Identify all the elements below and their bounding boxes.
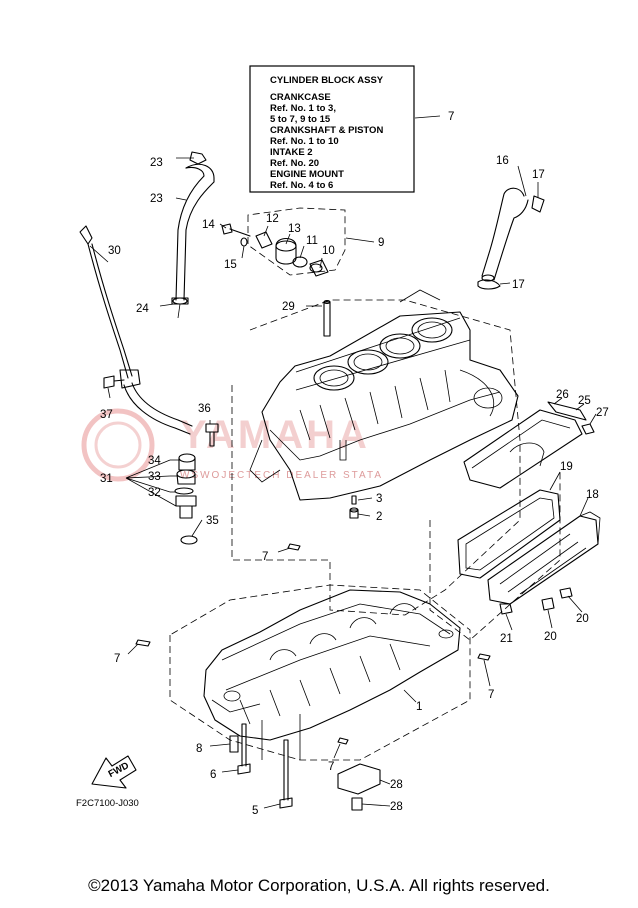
callout-11: 11 bbox=[306, 235, 318, 247]
forward-direction-arrow: FWD bbox=[91, 755, 137, 789]
hose-clip-23-top bbox=[189, 151, 207, 165]
reference-box-title: CYLINDER BLOCK ASSY bbox=[270, 75, 384, 86]
crankcase-1 bbox=[203, 589, 461, 760]
dowel-7-right bbox=[477, 653, 491, 661]
breather-hose-16 bbox=[481, 187, 529, 282]
callout-37: 37 bbox=[100, 409, 113, 421]
intake-plate-18 bbox=[487, 511, 601, 605]
callout-23-top: 23 bbox=[150, 157, 163, 169]
callout-4: 7 bbox=[448, 111, 454, 123]
callout-24: 25 bbox=[578, 395, 591, 407]
callout-10: 10 bbox=[322, 245, 335, 257]
bolt-37 bbox=[103, 375, 125, 389]
dowel-2 bbox=[349, 507, 359, 519]
cylinder-block bbox=[249, 311, 519, 501]
callout-7-top: 7 bbox=[262, 551, 268, 563]
callout-20-center: 20 bbox=[544, 631, 557, 643]
callout-6: 6 bbox=[210, 769, 216, 781]
hose-clip-23-bottom bbox=[171, 297, 189, 319]
callout-30: 30 bbox=[108, 245, 121, 257]
bolt-20-right bbox=[559, 587, 573, 599]
callout-25: 26 bbox=[556, 389, 569, 401]
callout-28: 28 bbox=[390, 801, 403, 813]
breather-hose-22 bbox=[172, 163, 215, 305]
callout-3: 3 bbox=[376, 493, 382, 505]
o-ring-35 bbox=[180, 535, 198, 545]
bolt-26 bbox=[581, 423, 595, 435]
diagram-code: F2C7100-J030 bbox=[76, 798, 139, 809]
hose-clip-17-top bbox=[531, 195, 545, 213]
callout-18: 18 bbox=[586, 489, 599, 501]
callout-20-right: 20 bbox=[576, 613, 589, 625]
reference-line-6: INTAKE 2 bbox=[270, 147, 313, 158]
watermark-dealer-text: WSWOJECTECH DEALER STATA bbox=[180, 470, 383, 481]
callout-31: 31 bbox=[100, 473, 113, 485]
dowel-7-bottom bbox=[337, 737, 349, 745]
small-parts-group-9 bbox=[221, 223, 329, 277]
fwd-arrow-icon bbox=[91, 755, 137, 789]
callout-7-left: 7 bbox=[114, 653, 120, 665]
callout-16: 16 bbox=[496, 155, 509, 167]
reference-line-9: Ref. No. 4 to 6 bbox=[270, 180, 333, 191]
callout-13: 13 bbox=[288, 223, 301, 235]
reference-line-8: ENGINE MOUNT bbox=[270, 169, 344, 180]
callout-7-right: 7 bbox=[488, 689, 494, 701]
callout-7-bottom: 7 bbox=[328, 761, 334, 773]
callout-33: 33 bbox=[148, 471, 161, 483]
gasket-24 bbox=[547, 401, 587, 421]
reference-line-5: Ref. No. 1 to 10 bbox=[270, 136, 339, 147]
dowel-7-left bbox=[135, 639, 151, 647]
callout-32: 32 bbox=[148, 487, 161, 499]
watermark-logo-icon bbox=[81, 408, 155, 482]
reference-box: CYLINDER BLOCK ASSY CRANKCASE Ref. No. 1… bbox=[249, 65, 415, 193]
callout-36: 36 bbox=[198, 403, 211, 415]
callout-35: 35 bbox=[206, 515, 219, 527]
callout-1: 1 bbox=[416, 701, 422, 713]
bolt-5 bbox=[279, 739, 293, 809]
copyright-footer: ©2013 Yamaha Motor Corporation, U.S.A. A… bbox=[88, 876, 550, 895]
callout-17-bottom: 17 bbox=[512, 279, 525, 291]
reference-line-1: CRANKCASE bbox=[270, 92, 331, 103]
callout-8: 8 bbox=[196, 743, 202, 755]
callout-34: 34 bbox=[148, 455, 161, 467]
bolt-36 bbox=[205, 423, 219, 447]
callout-21: 21 bbox=[500, 633, 513, 645]
assembly-dashed-outlines bbox=[169, 207, 561, 761]
reference-line-3: 5 to 7, 9 to 15 bbox=[270, 114, 331, 125]
bolt-21 bbox=[499, 603, 513, 615]
bolt-28 bbox=[351, 797, 363, 811]
callout-15: 15 bbox=[224, 259, 237, 271]
callout-17-top: 17 bbox=[532, 169, 545, 181]
callout-22: 23 bbox=[150, 193, 163, 205]
reference-line-2: Ref. No. 1 to 3, bbox=[270, 103, 336, 114]
callout-29: 29 bbox=[282, 301, 295, 313]
dowel-pin-29 bbox=[323, 299, 331, 337]
oil-level-gauge-30 bbox=[79, 225, 193, 435]
callout-2: 2 bbox=[376, 511, 382, 523]
bolt-20-center bbox=[541, 597, 555, 611]
callout-5: 5 bbox=[252, 805, 258, 817]
gasket-19 bbox=[457, 489, 561, 579]
dowel-7-top bbox=[287, 543, 301, 551]
callout-9: 9 bbox=[378, 237, 384, 249]
bracket-27 bbox=[337, 763, 381, 795]
oil-hose-parts-31 bbox=[174, 453, 197, 519]
cover-25 bbox=[463, 409, 583, 489]
callout-19: 19 bbox=[560, 461, 573, 473]
callout-numbers: 7 9 10 11 13 12 14 15 23 23 24 16 17 17 … bbox=[100, 111, 609, 817]
reference-line-4: CRANKSHAFT & PISTON bbox=[270, 125, 383, 136]
callout-23-bottom: 24 bbox=[136, 303, 149, 315]
stud-3 bbox=[351, 495, 357, 505]
callout-12: 12 bbox=[266, 213, 279, 225]
callout-14: 14 bbox=[202, 219, 215, 231]
bolt-8 bbox=[229, 735, 239, 753]
leader-lines bbox=[89, 115, 597, 809]
hose-clip-17-bottom bbox=[477, 279, 501, 290]
callout-27: 28 bbox=[390, 779, 403, 791]
dealer-watermark: YAMAHA WSWOJECTECH DEALER STATA bbox=[81, 408, 383, 482]
bolt-6 bbox=[237, 723, 251, 775]
reference-line-7: Ref. No. 20 bbox=[270, 158, 319, 169]
callout-26: 27 bbox=[596, 407, 609, 419]
